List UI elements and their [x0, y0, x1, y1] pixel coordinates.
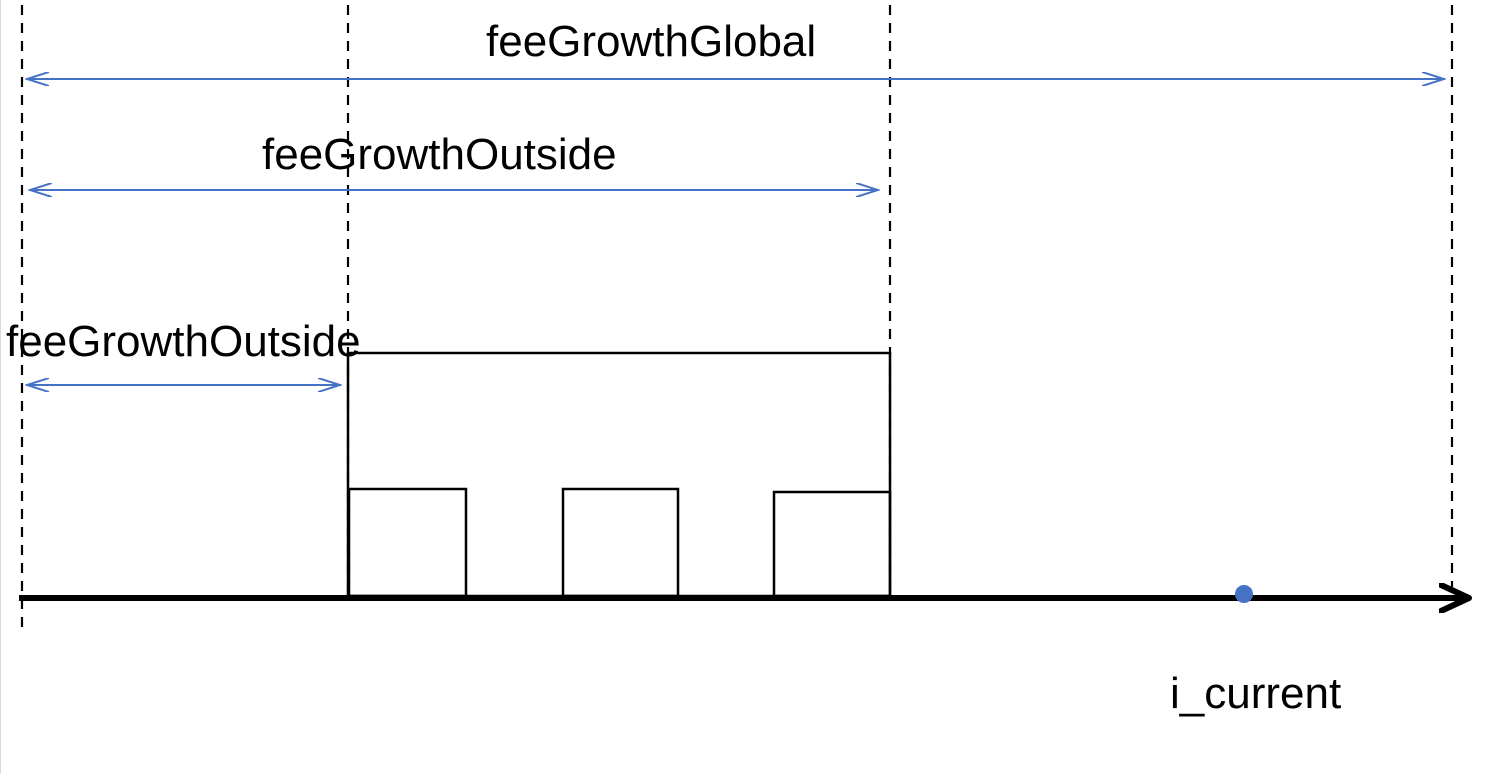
current-tick-marker	[1235, 585, 1253, 603]
position-range-box	[346, 351, 892, 598]
fee-growth-outside-lower-label: feeGrowthOutside	[6, 317, 361, 366]
tick-box-3	[772, 490, 892, 598]
tick-box-2	[561, 487, 680, 598]
current-tick-label: i_current	[1170, 669, 1341, 718]
fee-growth-outside-upper-label: feeGrowthOutside	[262, 130, 617, 179]
tick-box-1	[347, 487, 468, 598]
fee-growth-global-label: feeGrowthGlobal	[486, 17, 816, 66]
